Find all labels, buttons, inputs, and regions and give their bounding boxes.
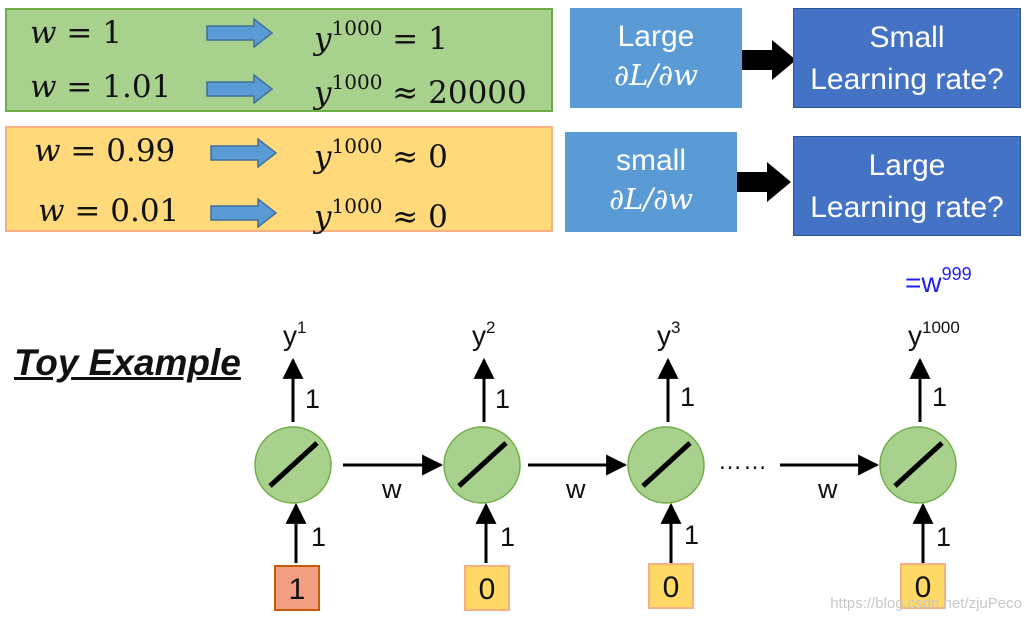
- input-weight-label: 1: [684, 520, 700, 550]
- right-arrow-icon: [206, 74, 274, 104]
- recurrent-weight-label: w: [382, 474, 402, 504]
- output-weight-label: 1: [495, 384, 511, 414]
- input-weight-label: 1: [500, 522, 516, 552]
- neuron-node: [443, 357, 521, 563]
- input-weight-label: 1: [311, 522, 327, 552]
- ellipsis: ……: [718, 448, 768, 475]
- row-w-value: w = 0.01: [38, 193, 180, 229]
- neuron-node: [879, 357, 957, 563]
- small-learning-rate-box: Small Learning rate?: [793, 8, 1021, 108]
- row-y-value: y1000 ≈ 20000: [314, 70, 527, 111]
- large-learning-rate-box: Large Learning rate?: [793, 136, 1021, 236]
- input-box: 1: [274, 565, 320, 611]
- recurrent-weight-label: w: [566, 474, 586, 504]
- row-w-value: w = 1.01: [30, 69, 172, 105]
- output-label: y2: [472, 318, 496, 351]
- neuron-node: [254, 357, 332, 563]
- row-y-value: y1000 = 1: [314, 16, 448, 57]
- w-power-annotation: =w999: [905, 264, 972, 298]
- large-gradient-box: Large ∂L/∂w: [570, 8, 742, 108]
- right-arrow-icon: [206, 18, 274, 48]
- small-gradient-box: small ∂L/∂w: [565, 132, 737, 232]
- output-label: y1000: [908, 318, 960, 351]
- toy-example-title: Toy Example: [14, 342, 241, 383]
- row-w-value: w = 1: [30, 15, 122, 51]
- vanishing-gradient-panel: [5, 126, 553, 232]
- output-label: y1: [283, 318, 307, 351]
- input-box: 0: [464, 565, 510, 611]
- neuron-node: [627, 357, 705, 563]
- recurrent-weight-label: w: [818, 474, 838, 504]
- input-box: 0: [900, 563, 946, 609]
- row-y-value: y1000 ≈ 0: [314, 134, 448, 175]
- row-w-value: w = 0.99: [34, 133, 176, 169]
- input-weight-label: 1: [936, 522, 952, 552]
- output-weight-label: 1: [932, 382, 948, 412]
- input-box: 0: [648, 563, 694, 609]
- exploding-gradient-panel: [5, 8, 553, 112]
- right-arrow-icon: [210, 198, 278, 228]
- output-weight-label: 1: [305, 384, 321, 414]
- right-arrow-icon: [210, 138, 278, 168]
- linear-activation-icon: [268, 441, 319, 488]
- output-weight-label: 1: [680, 382, 696, 412]
- row-y-value: y1000 ≈ 0: [314, 194, 448, 235]
- linear-activation-icon: [893, 441, 944, 488]
- linear-activation-icon: [457, 441, 508, 488]
- watermark: https://blog.csdn.net/zjuPeco: [830, 595, 1022, 612]
- right-arrow-icon: [737, 162, 791, 202]
- right-arrow-icon: [742, 40, 796, 80]
- linear-activation-icon: [641, 441, 692, 488]
- output-label: y3: [657, 318, 681, 351]
